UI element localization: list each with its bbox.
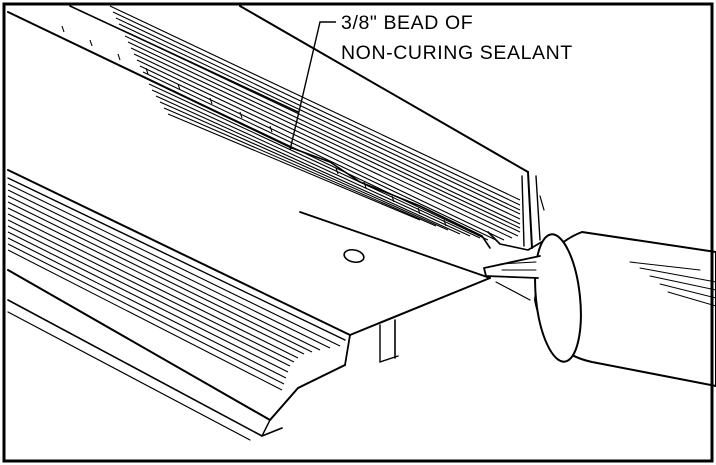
lower-rib-hatching (7, 183, 341, 391)
callout-leader (289, 21, 336, 151)
fastener-hole (343, 248, 365, 264)
sealant-bead-ticks (61, 25, 447, 227)
callout-line-1: 3/8" BEAD OF (341, 12, 473, 34)
rib-hatching (109, 5, 521, 241)
callout-line-2: NON-CURING SEALANT (341, 42, 573, 64)
lower-panel (7, 169, 491, 441)
sealant-tube (483, 231, 716, 387)
